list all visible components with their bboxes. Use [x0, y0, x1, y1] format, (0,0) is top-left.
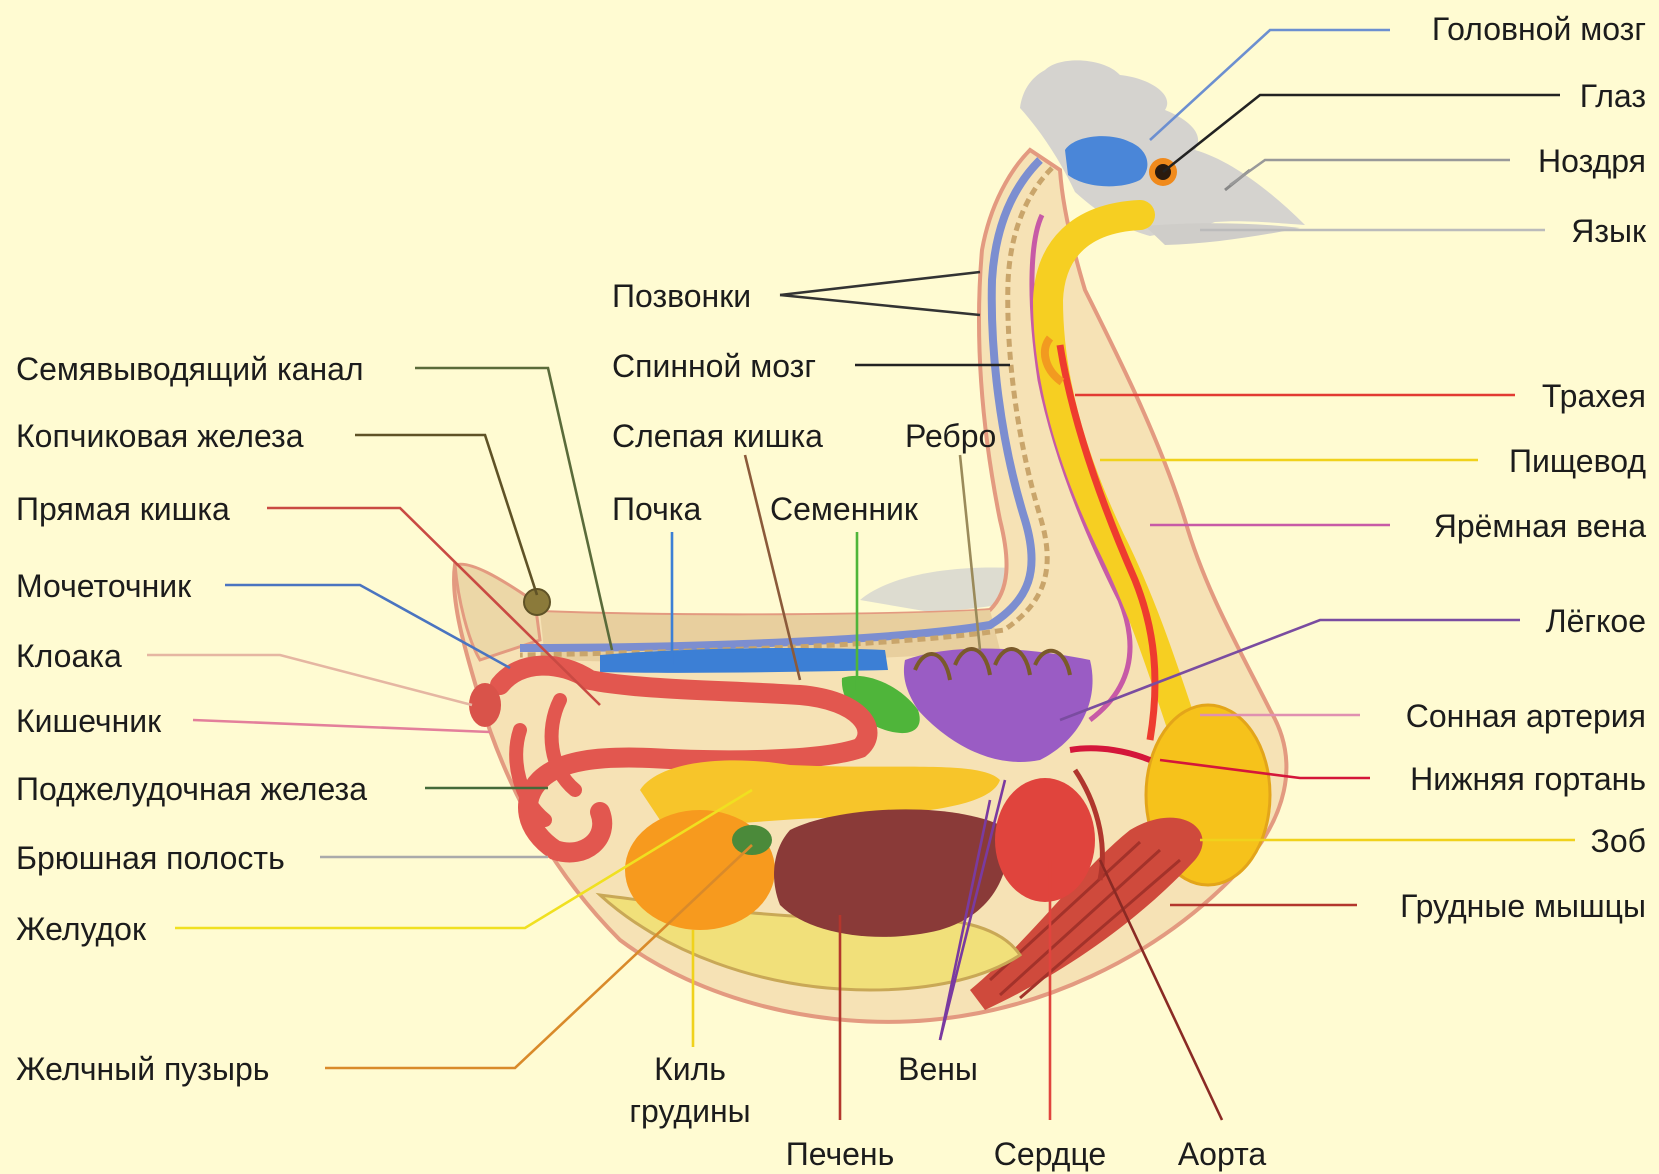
label-keel-line2: грудины — [629, 1093, 750, 1129]
label-carotid-artery: Сонная артерия — [1406, 698, 1646, 734]
label-testis: Семенник — [770, 491, 919, 527]
bird-illustration — [454, 60, 1305, 1022]
label-liver: Печень — [786, 1136, 895, 1172]
label-intestine: Кишечник — [16, 703, 162, 739]
label-abdominal-cavity: Брюшная полость — [16, 840, 285, 876]
label-syrinx: Нижняя гортань — [1410, 761, 1646, 797]
label-vertebrae: Позвонки — [612, 278, 751, 314]
label-pancreas: Поджелудочная железа — [16, 771, 367, 807]
beak-lower — [1145, 223, 1300, 245]
label-aorta: Аорта — [1178, 1136, 1267, 1172]
label-caecum: Слепая кишка — [612, 418, 823, 454]
label-spinal-cord: Спинной мозг — [612, 348, 816, 384]
label-coccygeal-gland: Копчиковая железа — [16, 418, 304, 454]
label-esophagus: Пищевод — [1509, 443, 1646, 479]
label-rib: Ребро — [905, 418, 996, 454]
label-gallbladder: Желчный пузырь — [16, 1051, 269, 1087]
label-vas-deferens: Семявыводящий канал — [16, 351, 364, 387]
label-keel-line1: Киль — [654, 1051, 726, 1087]
label-crop: Зоб — [1591, 823, 1646, 859]
label-cloaca: Клоака — [16, 638, 122, 674]
label-heart: Сердце — [994, 1136, 1106, 1172]
label-trachea: Трахея — [1542, 378, 1646, 414]
label-brain: Головной мозг — [1432, 11, 1646, 47]
label-tongue: Язык — [1571, 213, 1647, 249]
gallbladder-shape — [732, 825, 772, 855]
label-kidney: Почка — [612, 491, 701, 527]
label-stomach: Желудок — [16, 911, 147, 947]
label-jugular-vein: Ярёмная вена — [1434, 508, 1647, 544]
label-eye: Глаз — [1580, 78, 1646, 114]
label-veins: Вены — [898, 1051, 978, 1087]
label-pectoral-muscles: Грудные мышцы — [1400, 888, 1646, 924]
heart-shape — [995, 778, 1095, 902]
label-rectum: Прямая кишка — [16, 491, 230, 527]
label-nostril: Ноздря — [1538, 143, 1646, 179]
label-ureter: Мочеточник — [16, 568, 192, 604]
label-lung: Лёгкое — [1546, 603, 1646, 639]
cloaca-shape — [469, 683, 501, 727]
